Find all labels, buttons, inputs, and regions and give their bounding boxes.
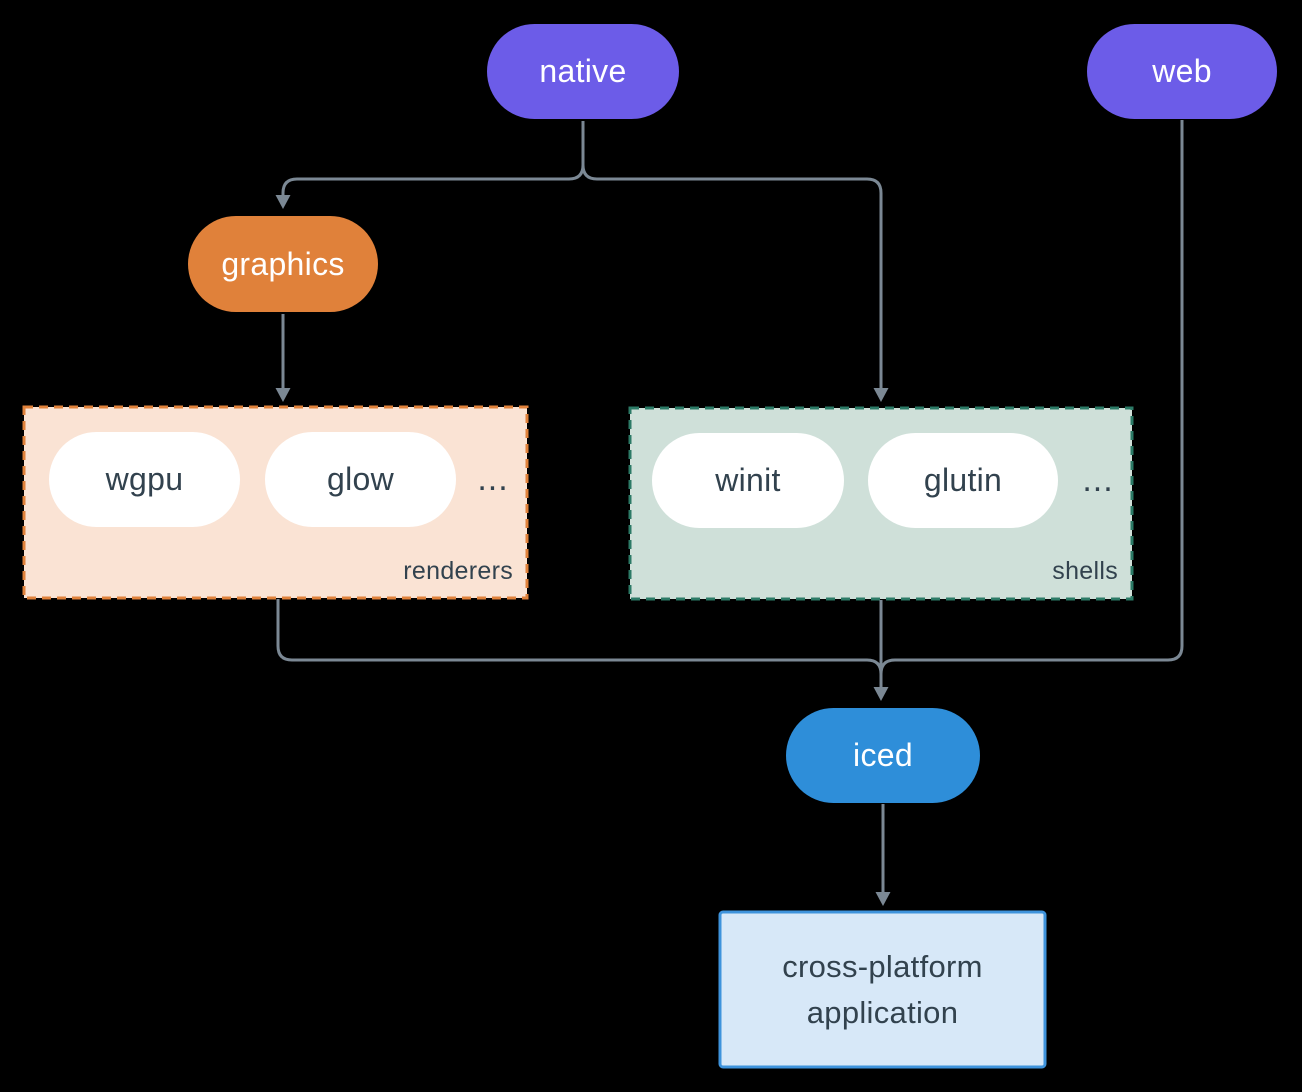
arrowhead-into-renderers [275, 388, 291, 402]
application-label-line-1: cross-platform [782, 948, 983, 984]
node-graphics: graphics [188, 216, 378, 312]
arrowhead-into-graphics [275, 195, 291, 209]
cross-platform-application-label: cross-platform application [720, 912, 1045, 1067]
node-graphics-label: graphics [221, 245, 345, 282]
renderers-group-label: renderers [403, 557, 513, 585]
arrowhead-into-shells [873, 388, 889, 402]
renderers-ellipsis: ... [477, 460, 509, 498]
arrowhead-into-application [875, 892, 891, 906]
shells-group-label: shells [1052, 557, 1118, 585]
cross-platform-application-box [718, 910, 1047, 1069]
edge-native-to-graphics [281, 121, 585, 196]
node-native-label: native [539, 53, 627, 89]
node-web-label: web [1152, 53, 1212, 89]
shells-ellipsis: ... [1082, 461, 1114, 499]
node-web: web [1087, 24, 1277, 119]
node-glow-label: glow [326, 461, 394, 497]
node-winit-label: winit [715, 462, 781, 498]
application-label-line-2: application [806, 994, 959, 1030]
node-iced-label: iced [853, 737, 913, 773]
node-glutin-label: glutin [923, 462, 1003, 498]
node-glutin: glutin [868, 433, 1058, 528]
node-glow: glow [265, 432, 456, 527]
node-native: native [487, 24, 679, 119]
node-wgpu: wgpu [49, 432, 240, 527]
edge-renderers-to-merge [276, 599, 883, 675]
node-winit: winit [652, 433, 844, 528]
edge-native-to-shells [581, 121, 883, 389]
arrowhead-into-iced [873, 687, 889, 701]
node-iced: iced [786, 708, 980, 803]
node-wgpu-label: wgpu [105, 461, 184, 497]
edge-web-to-merge [879, 120, 1184, 675]
